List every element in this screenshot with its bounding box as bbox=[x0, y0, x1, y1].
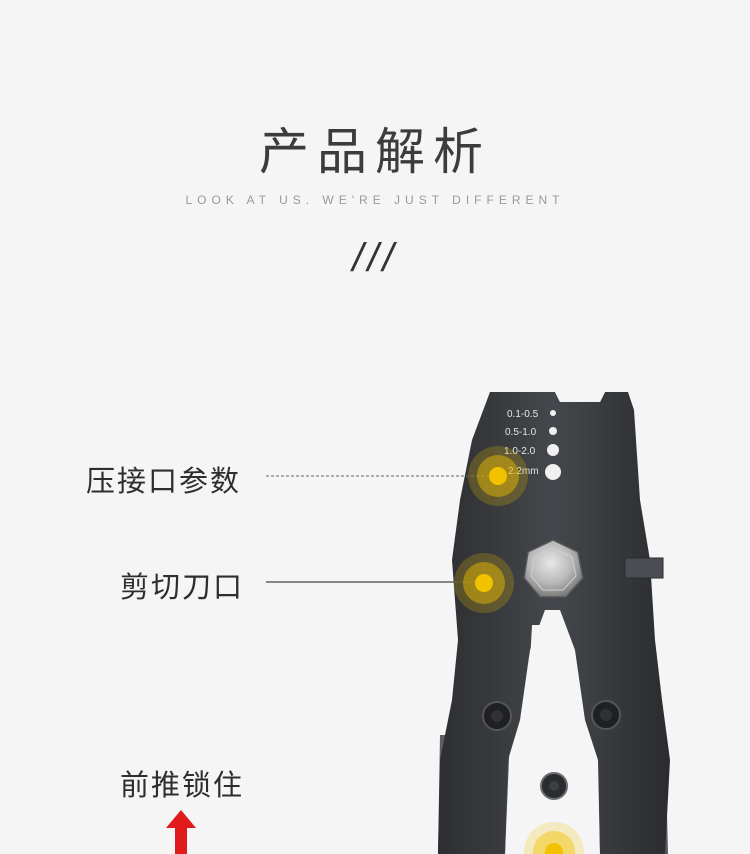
crimp-hole-1 bbox=[550, 410, 556, 416]
tool-body bbox=[438, 392, 670, 854]
arrow-up-icon bbox=[166, 810, 196, 854]
crimp-hole-2 bbox=[549, 427, 557, 435]
jaw-notch bbox=[555, 392, 605, 402]
crimp-size-label: 0.1-0.5 bbox=[507, 409, 539, 420]
marker-crimp-icon bbox=[468, 446, 528, 506]
callout-label-cutter: 剪切刀口 bbox=[120, 570, 245, 604]
crimp-size-label: 0.5-1.0 bbox=[505, 427, 537, 438]
crimp-size-label: 2.2mm bbox=[508, 466, 539, 477]
page-subtitle: LOOK AT US. WE'RE JUST DIFFERENT bbox=[185, 193, 565, 207]
side-latch bbox=[624, 557, 664, 579]
title-divider: /// bbox=[352, 236, 398, 280]
callout-label-lock: 前推锁住 bbox=[120, 768, 245, 802]
callout-label-crimp: 压接口参数 bbox=[86, 464, 242, 498]
page-title: 产品解析 bbox=[259, 123, 491, 181]
crimp-size-label: 1.0-2.0 bbox=[504, 446, 536, 457]
crimp-hole-3 bbox=[547, 444, 559, 456]
crimp-hole-4 bbox=[545, 464, 561, 480]
jaw-slot bbox=[528, 625, 585, 752]
marker-lock-icon bbox=[524, 822, 584, 854]
marker-cutter-icon bbox=[454, 553, 514, 613]
